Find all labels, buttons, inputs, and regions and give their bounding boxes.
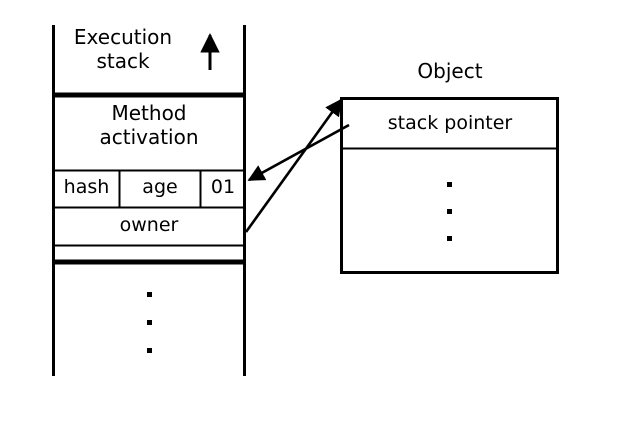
method-activation-label: Method activation (99, 101, 199, 149)
stack-field-age-label: age (142, 176, 178, 198)
object-box (340, 97, 559, 274)
owner-to-object-arrow (244, 98, 343, 233)
stack-owner-label: owner (119, 214, 179, 236)
stack-separators (52, 92, 246, 265)
object-ellipsis-icon (447, 182, 452, 241)
stack-outline (52, 25, 246, 376)
object-title-label: Object (417, 59, 483, 83)
execution-stack-label: Execution stack (73, 25, 173, 73)
stack-field-hash-label: hash (63, 176, 110, 198)
object-stack-pointer-label: stack pointer (387, 112, 513, 134)
stack-ellipsis-icon (147, 292, 152, 353)
stack-field-flags-label: 01 (210, 176, 236, 198)
object-to-stack-arrow (247, 123, 350, 182)
